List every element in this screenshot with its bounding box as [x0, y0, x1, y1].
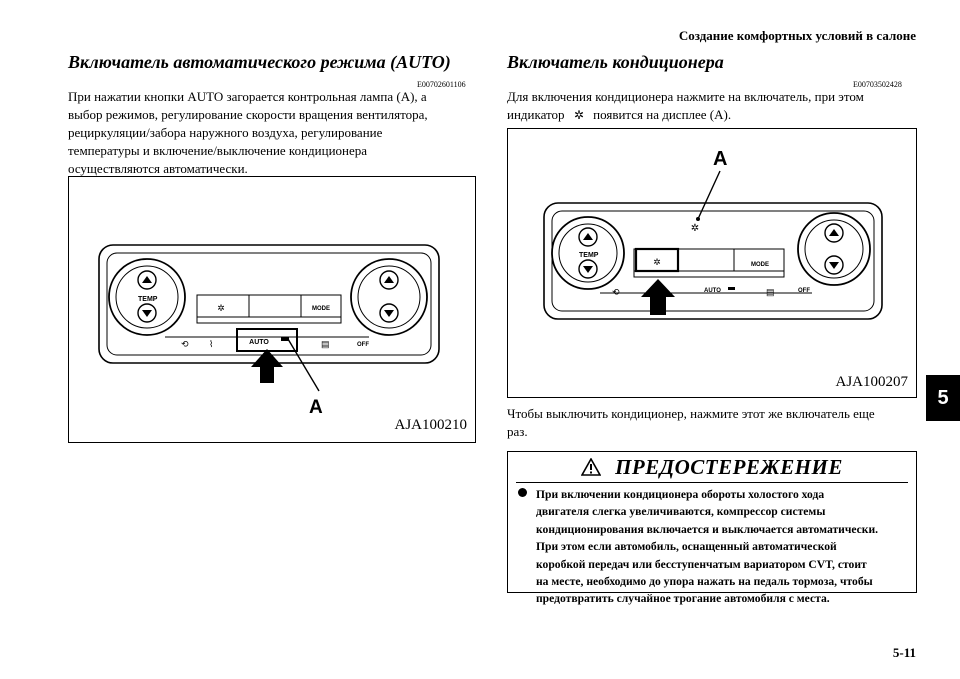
rear-defogger-icon: ▤ [766, 287, 775, 297]
bullet-icon [518, 488, 527, 497]
figure-auto-switch: TEMP ✲ MODE ⟲ ⌇ AUTO ▤ OFF A AJA100210 [68, 176, 476, 443]
warning-line: предотвратить случайное трогание автомоб… [536, 592, 830, 606]
warning-text: При включении кондиционера обороты холос… [518, 486, 908, 608]
section-text-ac: Для включения кондиционера нажмите на вк… [507, 88, 917, 124]
warning-line: коробкой передач или бесступенчатым вари… [536, 557, 867, 571]
callout-a: A [309, 397, 323, 418]
temp-label: TEMP [579, 252, 599, 259]
warning-line: При этом если автомобиль, оснащенный авт… [536, 540, 837, 554]
defroster-icon: ⌇ [209, 339, 213, 349]
ac-snowflake-icon: ✲ [217, 303, 225, 313]
auto-label: AUTO [704, 288, 721, 294]
warning-divider [516, 482, 908, 483]
section-title-auto: Включатель автоматического режима (AUTO) [68, 52, 451, 72]
auto-label: AUTO [249, 339, 269, 346]
rear-defogger-icon: ▤ [321, 339, 330, 349]
ac-indicator-icon: ✲ [691, 223, 699, 234]
figure-code: AJA100210 [394, 417, 467, 433]
arrow-pointer-icon [251, 349, 283, 383]
running-header: Создание комфортных условий в салоне [678, 28, 916, 43]
mode-label: MODE [751, 262, 769, 268]
warning-line: двигателя слегка увеличиваются, компресс… [536, 505, 826, 519]
warning-header: ПРЕДОСТЕРЕЖЕНИЕ [508, 452, 916, 482]
text-fragment: появится на дисплее (A). [593, 107, 732, 122]
warning-triangle-icon [581, 458, 602, 476]
figure-code: AJA100207 [835, 374, 908, 390]
temp-label: TEMP [138, 296, 158, 303]
callout-a: A [713, 148, 727, 170]
text-line: выбор режимов, регулирование скорости вр… [68, 107, 428, 122]
recirculation-icon: ⟲ [612, 287, 620, 297]
ac-indicator-icon: ✲ [573, 108, 584, 122]
section-text-auto: При нажатии кнопки AUTO загорается контр… [68, 88, 488, 178]
section-title-ac: Включатель кондиционера [507, 52, 724, 72]
page-number: 5-11 [892, 645, 916, 660]
arrow-pointer-icon [641, 279, 675, 315]
off-label: OFF [798, 288, 810, 294]
chapter-tab: 5 [926, 375, 960, 421]
warning-line: на месте, необходимо до упора нажать на … [536, 575, 873, 589]
warning-line: При включении кондиционера обороты холос… [536, 488, 825, 501]
climate-panel-illustration: A ✲ TEMP ✲ MODE ⟲ AUTO ▤ OFF [543, 148, 883, 320]
warning-title: ПРЕДОСТЕРЕЖЕНИЕ [615, 454, 843, 479]
figure-ac-switch: A ✲ TEMP ✲ MODE ⟲ AUTO ▤ OFF [507, 128, 917, 398]
recirculation-icon: ⟲ [181, 339, 189, 349]
text-line: При нажатии кнопки AUTO загорается контр… [68, 89, 427, 104]
text-line: Чтобы выключить кондиционер, нажмите это… [507, 406, 875, 421]
text-line: осуществляются автоматически. [68, 161, 248, 176]
section-code-ac: E00703502428 [853, 80, 902, 89]
text-fragment: индикатор [507, 107, 565, 122]
mode-label: MODE [312, 306, 330, 312]
text-line: индикатор ✲ появится на дисплее (A). [507, 106, 917, 124]
section-code-auto: E00702601106 [417, 80, 466, 89]
warning-box: ПРЕДОСТЕРЕЖЕНИЕ При включении кондиционе… [507, 451, 917, 605]
text-line: рециркуляции/забора наружного воздуха, р… [68, 125, 383, 140]
section-text-ac-off: Чтобы выключить кондиционер, нажмите это… [507, 405, 917, 441]
text-line: раз. [507, 424, 528, 439]
off-label: OFF [357, 342, 369, 348]
warning-line: кондиционирования включается и выключает… [536, 522, 879, 536]
text-line: температуры и включение/выключение конди… [68, 143, 368, 158]
climate-panel-illustration: TEMP ✲ MODE ⟲ ⌇ AUTO ▤ OFF A [98, 244, 440, 418]
text-line: Для включения кондиционера нажмите на вк… [507, 89, 864, 104]
ac-button-icon: ✲ [653, 257, 661, 267]
